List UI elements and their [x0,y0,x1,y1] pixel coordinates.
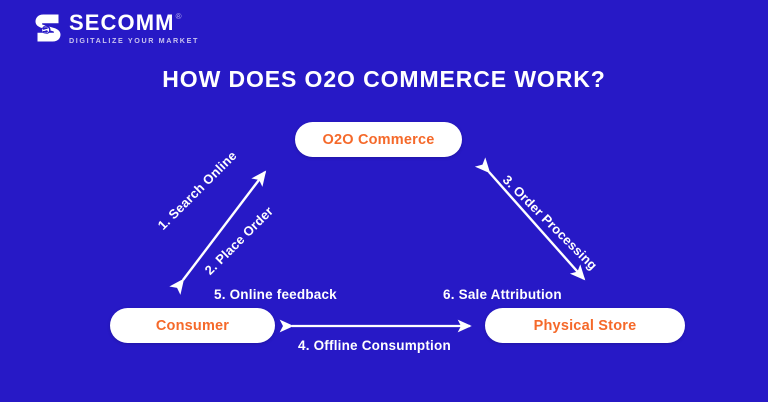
brand-wordmark-row: SECOMM ® [69,12,199,34]
arrow-o2o-store [474,157,586,281]
brand-logo: SECOMM ® DIGITALIZE YOUR MARKET [34,12,199,44]
node-consumer[interactable]: Consumer [110,308,275,343]
flow-label-online-feedback: 5. Online feedback [214,287,337,302]
registered-trademark-icon: ® [175,12,182,21]
flow-label-search-online: 1. Search Online [154,147,240,233]
node-o2o-commerce[interactable]: O2O Commerce [295,122,462,157]
brand-tagline: DIGITALIZE YOUR MARKET [69,36,199,45]
flow-label-place-order: 2. Place Order [201,203,277,278]
secomm-s-mark-icon [35,14,61,42]
page-title: HOW DOES O2O COMMERCE WORK? [162,66,606,92]
flow-label-offline-consumption: 4. Offline Consumption [298,338,451,353]
node-consumer-label: Consumer [155,317,230,334]
flow-label-sale-attribution: 6. Sale Attribution [443,287,562,302]
brand-wordmark: SECOMM [69,10,175,35]
flow-label-order-processing: 3. Order Processing [499,172,601,273]
node-physical-store-label: Physical Store [533,317,637,334]
node-o2o-commerce-label: O2O Commerce [322,131,435,148]
node-physical-store[interactable]: Physical Store [485,308,685,343]
brand-text-block: SECOMM ® DIGITALIZE YOUR MARKET [69,12,199,45]
